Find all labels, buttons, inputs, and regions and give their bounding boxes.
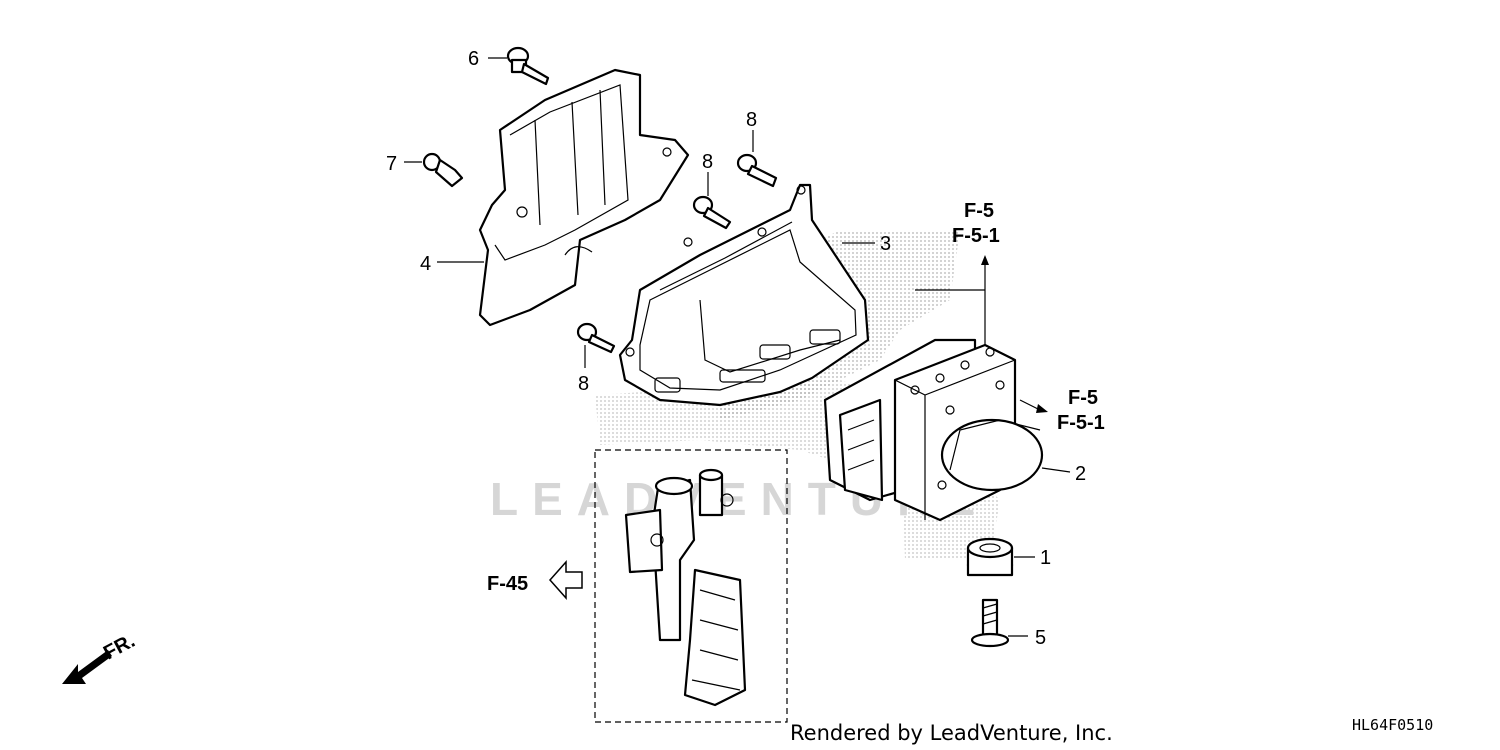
diagram-code: HL64F0510: [1352, 716, 1433, 734]
ref-f45[interactable]: F-45: [487, 573, 528, 595]
callout-2[interactable]: 2: [1075, 463, 1086, 485]
part-8-bolt-b[interactable]: [692, 195, 732, 230]
referenced-assembly-box[interactable]: [594, 449, 788, 723]
part-5-bolt[interactable]: [970, 598, 1010, 648]
ref-top-f5[interactable]: F-5: [964, 200, 994, 222]
credit-text: Rendered by LeadVenture, Inc.: [790, 721, 1113, 745]
callout-8-bottom[interactable]: 8: [578, 373, 589, 395]
part-8-bolt-c[interactable]: [576, 322, 616, 354]
leader-lines: [404, 57, 1071, 637]
callout-3[interactable]: 3: [880, 233, 891, 255]
callout-7[interactable]: 7: [386, 153, 397, 175]
part-3-bracket[interactable]: [618, 183, 870, 407]
front-arrow-icon: [62, 650, 112, 684]
ref-f45-arrow-icon: [548, 560, 583, 600]
part-1-grommet[interactable]: [966, 537, 1014, 577]
part-8-bolt-a[interactable]: [736, 153, 778, 188]
callout-8-mid[interactable]: 8: [702, 151, 713, 173]
part-4-cover[interactable]: [478, 68, 690, 327]
callout-6[interactable]: 6: [468, 48, 479, 70]
ref-right-f5[interactable]: F-5: [1068, 387, 1098, 409]
callout-8-top[interactable]: 8: [746, 109, 757, 131]
callout-1[interactable]: 1: [1040, 547, 1051, 569]
ref-right-f5-1[interactable]: F-5-1: [1057, 412, 1105, 434]
callout-4[interactable]: 4: [420, 253, 431, 275]
part-2-abs-modulator[interactable]: [823, 338, 1044, 522]
ref-top-f5-1[interactable]: F-5-1: [952, 225, 1000, 247]
part-7-clip[interactable]: [422, 152, 464, 188]
part-6-bolt[interactable]: [506, 46, 550, 86]
callout-5[interactable]: 5: [1035, 627, 1046, 649]
